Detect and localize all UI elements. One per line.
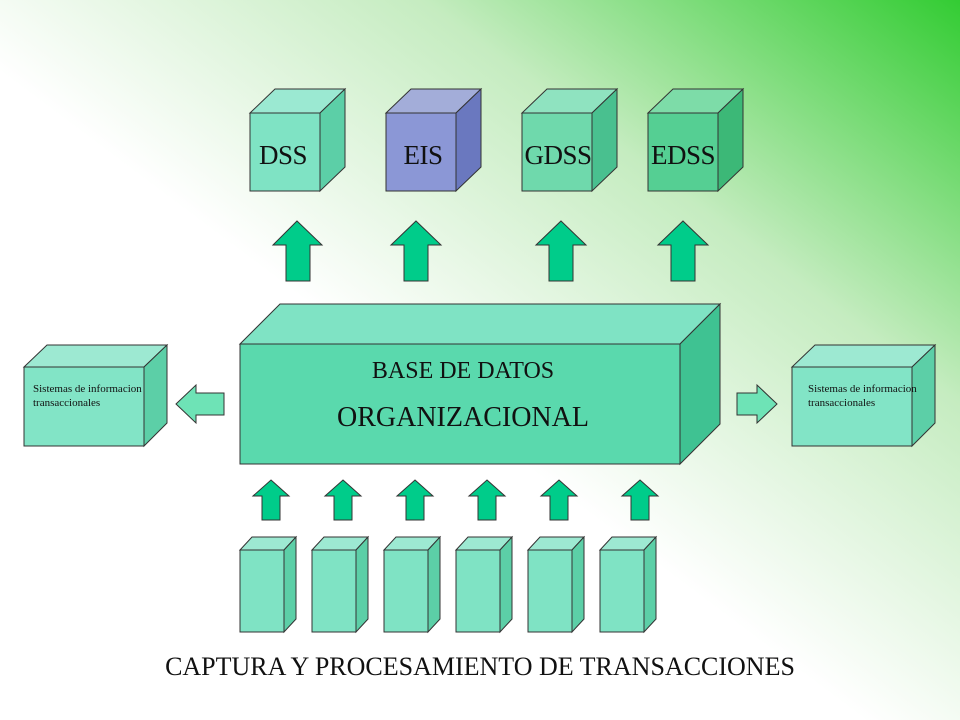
arrow-up-edss bbox=[656, 220, 710, 282]
gdss-cube bbox=[520, 87, 619, 193]
transaction-box-4 bbox=[454, 535, 514, 634]
eis-label: EIS bbox=[403, 140, 444, 170]
arrow-right bbox=[736, 383, 778, 425]
arrow-up-bottom-4 bbox=[467, 479, 507, 521]
right-side-label: Sistemas de informacion transaccionales bbox=[808, 383, 917, 409]
top-arrows-group bbox=[271, 220, 710, 282]
arrow-up-dss bbox=[271, 220, 324, 282]
transaction-box-5 bbox=[526, 535, 586, 634]
dss-label: DSS bbox=[258, 140, 308, 170]
database-title-line2: ORGANIZACIONAL bbox=[337, 402, 589, 433]
transaction-box-1 bbox=[238, 535, 298, 634]
eis-cube bbox=[384, 87, 483, 193]
top-cubes-group bbox=[248, 87, 745, 193]
edss-label: EDSS bbox=[650, 140, 716, 170]
bottom-arrows-group bbox=[251, 479, 660, 521]
arrow-up-eis bbox=[389, 220, 443, 282]
left-side-label: Sistemas de informacion transaccionales bbox=[33, 383, 142, 409]
transaction-box-2 bbox=[310, 535, 370, 634]
edss-cube bbox=[646, 87, 745, 193]
database-box bbox=[238, 302, 722, 466]
right-side-box bbox=[790, 343, 937, 448]
gdss-label: GDSS bbox=[524, 140, 592, 170]
arrow-left bbox=[175, 383, 225, 425]
database-title-line1: BASE DE DATOS bbox=[371, 358, 555, 384]
arrow-up-bottom-1 bbox=[251, 479, 291, 521]
arrow-up-bottom-2 bbox=[323, 479, 363, 521]
arrow-up-bottom-6 bbox=[620, 479, 660, 521]
transaction-boxes-group bbox=[238, 535, 658, 634]
transaction-box-3 bbox=[382, 535, 442, 634]
dss-cube bbox=[248, 87, 347, 193]
arrow-up-bottom-5 bbox=[539, 479, 579, 521]
arrow-up-gdss bbox=[534, 220, 588, 282]
arrow-up-bottom-3 bbox=[395, 479, 435, 521]
left-side-box bbox=[22, 343, 169, 448]
transaction-box-6 bbox=[598, 535, 658, 634]
footer-caption: CAPTURA Y PROCESAMIENTO DE TRANSACCIONES bbox=[165, 652, 795, 681]
